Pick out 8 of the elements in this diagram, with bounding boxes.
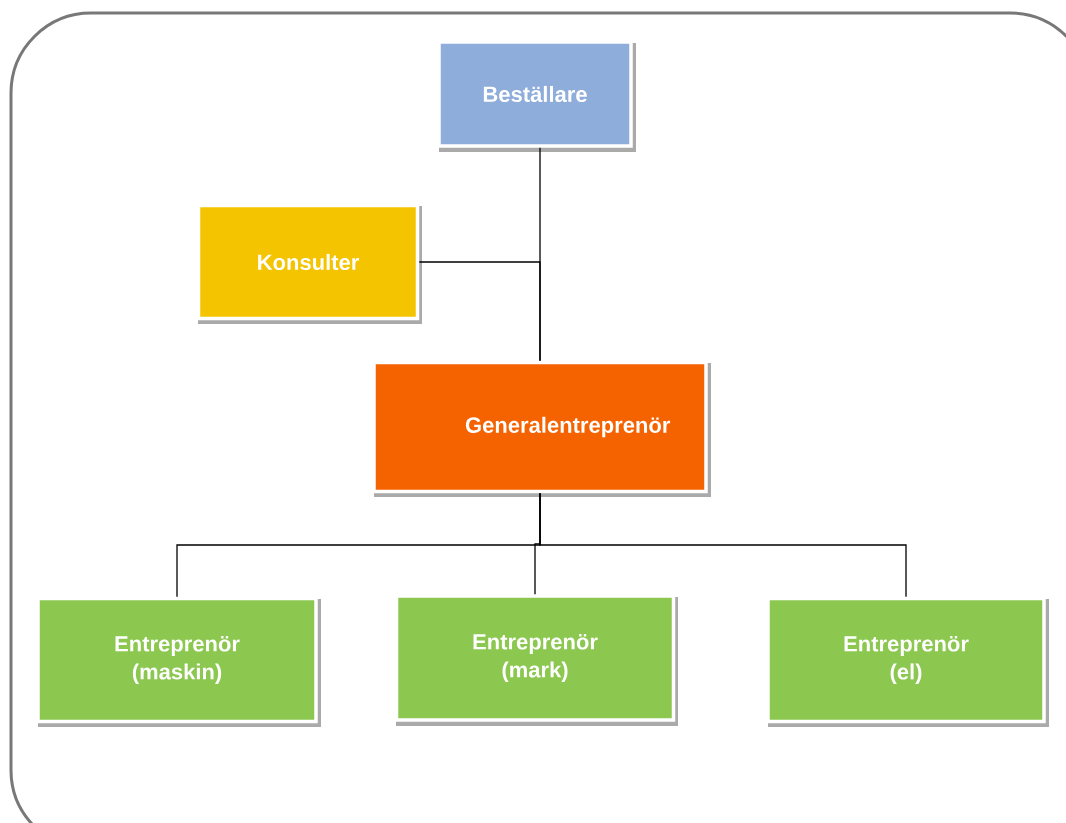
process-box: Beställare [437,40,636,152]
process-box: Konsulter [196,203,422,324]
process-box: Entreprenör (maskin) [36,596,321,727]
connector-line [418,261,541,362]
process-box: Generalentreprenör [372,360,711,497]
connector-line [539,492,907,598]
process-box: Entreprenör (mark) [394,594,678,726]
process-box: Entreprenör (el) [766,596,1049,727]
